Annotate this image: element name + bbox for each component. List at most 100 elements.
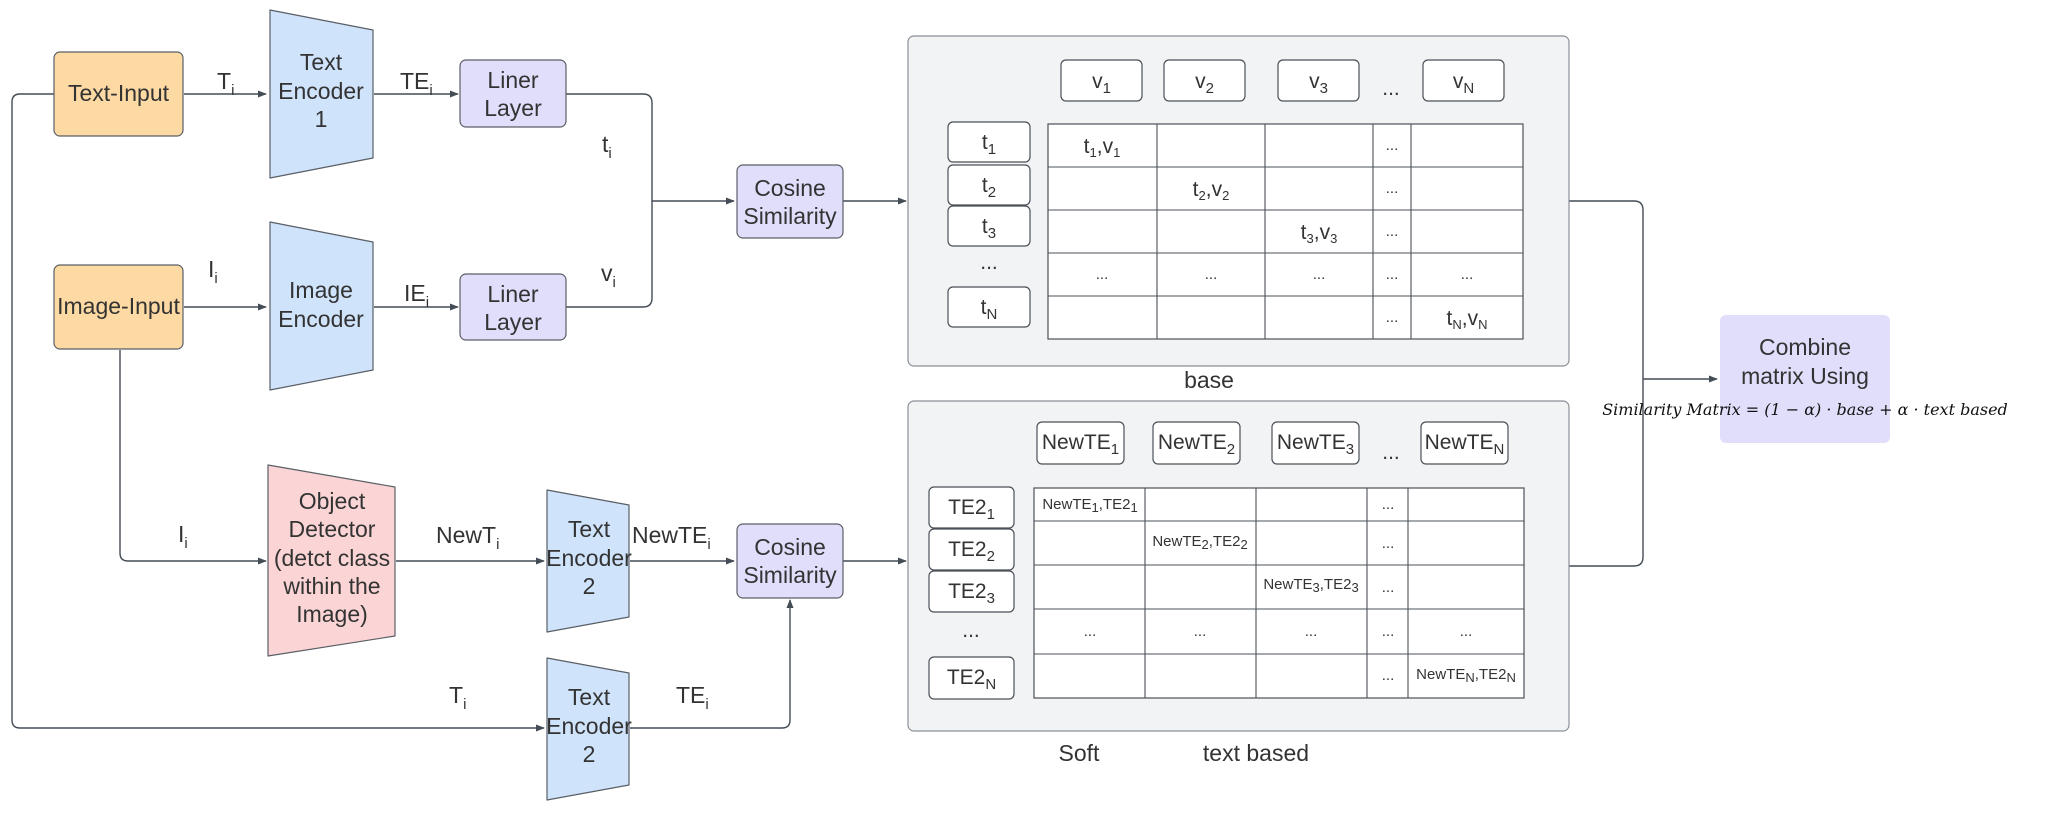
cosine-similarity-bottom-node: Cosine Similarity xyxy=(736,523,844,599)
object-detector-line5: Image) xyxy=(296,601,368,627)
text-ellipsis: ... xyxy=(1382,535,1395,552)
svg-text:TE21: TE21 xyxy=(948,496,995,523)
text-cell-3-3: NewTE3,TE23 xyxy=(1263,576,1358,595)
base-matrix-panel: v1 v2 v3 ... vN t1 t2 xyxy=(907,35,1570,367)
object-detector-line1: Object xyxy=(299,488,366,514)
cosine-bottom-line2: Similarity xyxy=(743,562,837,588)
base-ellipsis: ... xyxy=(1096,266,1109,283)
liner-layer-top-node: Liner Layer xyxy=(459,59,567,128)
label-ti-top: Ti xyxy=(217,68,234,99)
label-tei-top: TEi xyxy=(400,68,433,99)
text-matrix-grid xyxy=(1033,487,1525,699)
text-matrix-caption-soft: Soft xyxy=(1059,740,1101,766)
text-encoder-2b-line1: Text xyxy=(568,684,611,710)
svg-text:tN: tN xyxy=(981,296,998,323)
svg-text:NewTE1: NewTE1 xyxy=(1042,431,1119,458)
image-input-label: Image-Input xyxy=(57,293,180,319)
text-cell-2-2: NewTE2,TE22 xyxy=(1152,533,1247,552)
base-cell-1-1: t1,v1 xyxy=(1084,135,1121,160)
base-ellipsis: ... xyxy=(1386,309,1399,326)
text-encoder-2b-line3: 2 xyxy=(583,741,596,767)
text-encoder-2a-node: Text Encoder 2 xyxy=(546,489,632,633)
text-col-header-3: NewTE3 xyxy=(1271,421,1360,465)
line-base-panel-to-combine xyxy=(1569,200,1644,379)
liner-layer-bottom-line2: Layer xyxy=(484,309,542,335)
line-liner2-to-junction xyxy=(566,201,653,308)
svg-text:v2: v2 xyxy=(1195,70,1214,97)
text-row-header-1: TE21 xyxy=(928,486,1015,529)
text-row-header-3: TE23 xyxy=(928,570,1015,613)
base-ellipsis: ... xyxy=(1386,223,1399,240)
base-cell-n-n: tN,vN xyxy=(1447,307,1488,332)
base-ellipsis: ... xyxy=(1205,266,1218,283)
arrow-liner1-to-cosine1 xyxy=(566,93,735,205)
cosine-similarity-top-node: Cosine Similarity xyxy=(736,164,844,239)
base-col-header-3: v3 xyxy=(1277,59,1360,102)
text-encoder-1-node: Text Encoder 1 xyxy=(269,9,374,179)
text-ellipsis: ... xyxy=(1382,496,1395,513)
text-ellipsis: ... xyxy=(1382,667,1395,684)
base-col-header-n: vN xyxy=(1422,59,1505,102)
combine-formula: Similarity Matrix = (1 − α) · base + α ·… xyxy=(1602,400,2008,419)
line-text-panel-to-combine xyxy=(1569,379,1644,567)
base-cell-2-2: t2,v2 xyxy=(1193,178,1230,203)
base-ellipsis: ... xyxy=(1461,266,1474,283)
svg-text:v1: v1 xyxy=(1092,70,1111,97)
base-ellipsis: ... xyxy=(1386,137,1399,154)
liner-layer-top-line1: Liner xyxy=(487,67,538,93)
label-ti-small: ti xyxy=(602,131,612,162)
base-col-header-1: v1 xyxy=(1060,59,1143,102)
combine-title-line2: matrix Using xyxy=(1741,363,1869,389)
cosine-top-line1: Cosine xyxy=(754,175,826,201)
base-ellipsis: ... xyxy=(1386,180,1399,197)
svg-text:vN: vN xyxy=(1453,70,1474,97)
label-vi-small: vi xyxy=(601,260,616,291)
text-encoder-2a-line2: Encoder xyxy=(546,545,632,571)
svg-text:TE22: TE22 xyxy=(948,538,995,565)
text-cell-1-1: NewTE1,TE21 xyxy=(1042,496,1137,515)
arrow-encoder2b-to-cosine2 xyxy=(630,599,794,729)
base-row-header-2: t2 xyxy=(947,164,1031,206)
text-encoder-1-line1: Text xyxy=(300,49,343,75)
base-col-header-ellipsis: ... xyxy=(1382,77,1400,100)
object-detector-node: Object Detector (detct class within the … xyxy=(267,464,396,657)
text-encoder-2b-node: Text Encoder 2 xyxy=(546,657,632,801)
liner-layer-bottom-node: Liner Layer xyxy=(459,273,567,341)
image-encoder-line2: Encoder xyxy=(278,306,364,332)
text-row-header-n: TE2N xyxy=(928,656,1015,700)
text-matrix-cells: NewTE1,TE21 NewTE2,TE22 NewTE3,TE23 NewT… xyxy=(1042,496,1516,685)
text-input-node: Text-Input xyxy=(53,51,184,137)
text-encoder-1-line3: 1 xyxy=(315,106,328,132)
svg-text:TE2N: TE2N xyxy=(947,666,996,693)
text-ellipsis: ... xyxy=(1382,623,1395,640)
text-ellipsis: ... xyxy=(1382,579,1395,596)
base-col-header-2: v2 xyxy=(1163,59,1246,102)
text-col-header-n: NewTEN xyxy=(1420,421,1509,465)
text-ellipsis: ... xyxy=(1194,623,1207,640)
svg-text:NewTEN: NewTEN xyxy=(1425,431,1505,458)
image-encoder-node: Image Encoder xyxy=(269,221,374,391)
base-row-header-ellipsis: ... xyxy=(980,251,998,274)
base-matrix-cells: t1,v1 t2,v2 t3,v3 tN,vN ... ... ... ... … xyxy=(1084,135,1488,332)
svg-text:NewTE2: NewTE2 xyxy=(1158,431,1235,458)
label-tei-bottom: TEi xyxy=(676,682,709,713)
base-caption: base xyxy=(1184,367,1234,393)
arrow-textinput-loop-to-encoder2b xyxy=(11,93,545,732)
combine-node: Combine matrix Using xyxy=(1720,315,1890,443)
label-ii-top: Ii xyxy=(208,256,218,287)
object-detector-line2: Detector xyxy=(289,516,376,542)
label-newti: NewTi xyxy=(436,522,499,553)
text-encoder-2a-line3: 2 xyxy=(583,573,596,599)
text-encoder-2b-line2: Encoder xyxy=(546,713,632,739)
connectors xyxy=(11,90,1718,732)
svg-text:t1: t1 xyxy=(982,131,996,158)
combine-title-line1: Combine xyxy=(1759,334,1851,360)
cosine-top-line2: Similarity xyxy=(743,203,837,229)
base-row-headers: t1 t2 t3 ... tN xyxy=(947,121,1031,328)
liner-layer-bottom-line1: Liner xyxy=(487,281,538,307)
text-encoder-2a-line1: Text xyxy=(568,516,611,542)
base-matrix-grid xyxy=(1047,123,1524,340)
svg-text:TE23: TE23 xyxy=(948,580,995,607)
text-ellipsis: ... xyxy=(1460,623,1473,640)
